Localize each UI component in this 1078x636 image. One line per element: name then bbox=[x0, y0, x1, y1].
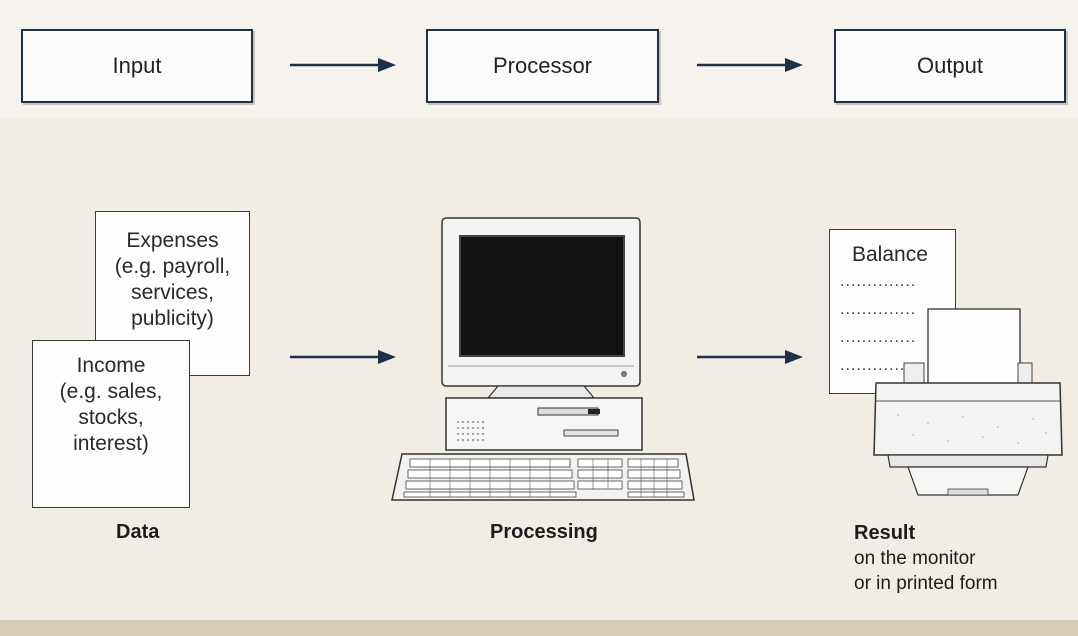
processing-caption: Processing bbox=[490, 521, 598, 543]
balance-line-1: .............. bbox=[840, 273, 917, 290]
income-document: Income (e.g. sales, stocks, interest) bbox=[32, 340, 190, 508]
balance-line-4: .............. bbox=[840, 357, 917, 374]
input-box: Input bbox=[21, 29, 253, 103]
output-box: Output bbox=[834, 29, 1066, 103]
result-caption-block: Result on the monitor or in printed form bbox=[854, 521, 998, 596]
arrow-processing-to-result bbox=[697, 350, 803, 364]
arrow-processor-to-output bbox=[697, 58, 803, 72]
expenses-line-4: publicity) bbox=[131, 307, 214, 330]
printer-icon bbox=[873, 308, 1063, 496]
income-line-2: (e.g. sales, bbox=[59, 380, 163, 403]
arrow-input-to-processor bbox=[290, 58, 396, 72]
balance-title: Balance bbox=[852, 243, 928, 266]
income-line-1: Income bbox=[76, 354, 146, 377]
expenses-document: Expenses (e.g. payroll, services, public… bbox=[95, 211, 250, 376]
data-caption: Data bbox=[116, 521, 160, 543]
balance-line-2: .............. bbox=[840, 301, 917, 318]
income-line-4: interest) bbox=[73, 432, 149, 455]
processor-label: Processor bbox=[492, 53, 593, 78]
expenses-line-3: services, bbox=[131, 281, 214, 304]
computer-icon bbox=[391, 217, 695, 501]
input-label: Input bbox=[112, 53, 162, 78]
diagram-page: Input Processor Output Expenses (e.g. pa… bbox=[0, 0, 1078, 620]
result-detail-1: on the monitor bbox=[854, 548, 976, 569]
expenses-line-1: Expenses bbox=[126, 229, 219, 252]
processor-box: Processor bbox=[426, 29, 659, 103]
output-label: Output bbox=[916, 53, 984, 78]
expenses-line-2: (e.g. payroll, bbox=[114, 255, 231, 278]
result-caption: Result bbox=[854, 522, 916, 544]
arrow-data-to-processing bbox=[290, 350, 396, 364]
balance-line-3: .............. bbox=[840, 329, 917, 346]
result-detail-2: or in printed form bbox=[854, 573, 998, 594]
income-line-3: stocks, bbox=[78, 406, 144, 429]
